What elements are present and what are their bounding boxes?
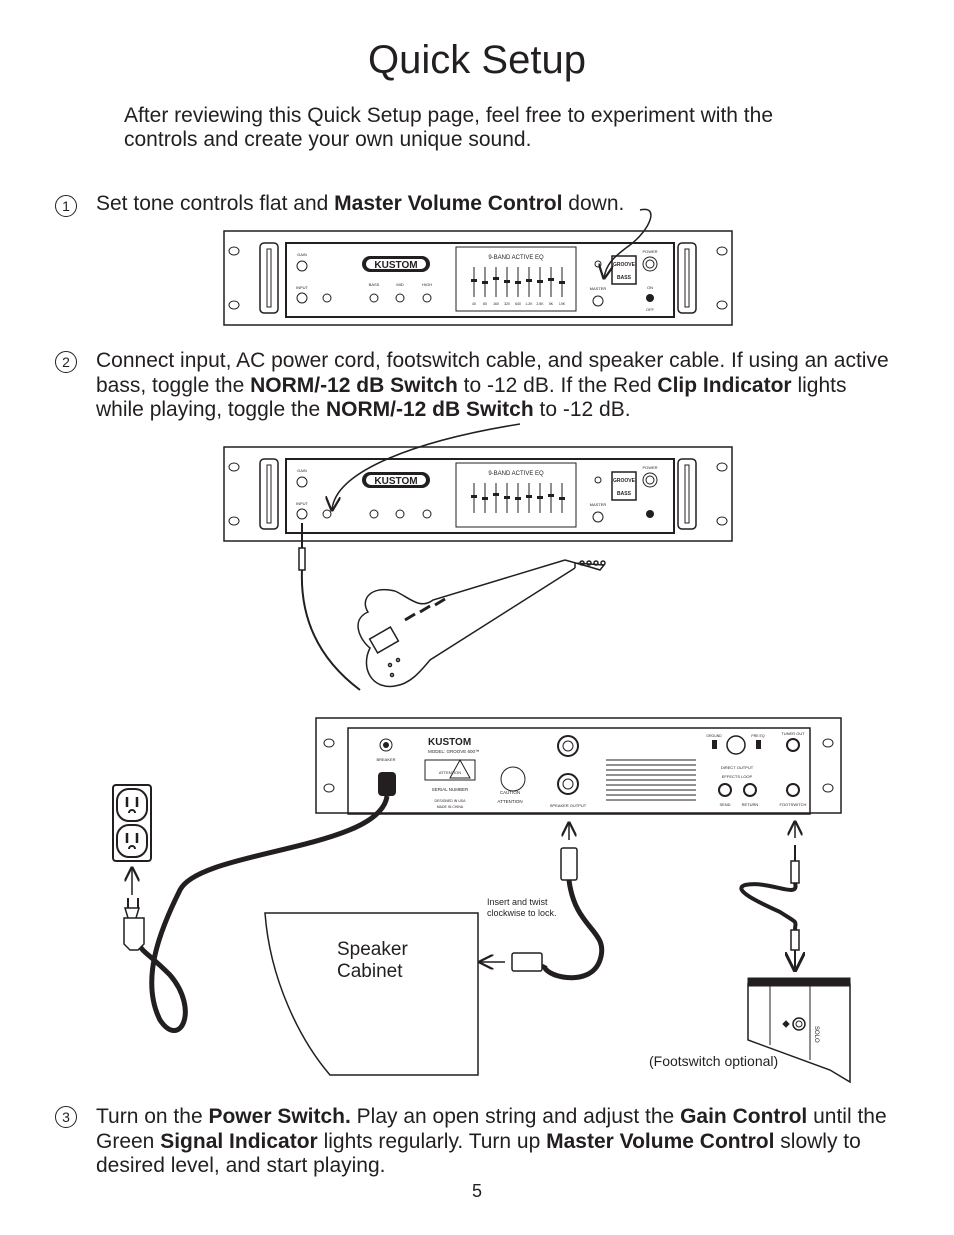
power-label: POWER [642,249,657,254]
eq-freq-2: 160 [493,302,499,306]
rear-model: MODEL: GROOVE 600™ [428,749,480,754]
speaker-cabinet-line2: Cabinet [337,961,403,982]
return-label: RETURN [742,802,759,807]
amp-front-panel-2: KUSTOM 9-BAND ACTIVE EQ GAIN INPUT MASTE… [223,446,733,542]
footswitch-optional-label: (Footswitch optional) [649,1053,778,1069]
bass-guitar [298,523,606,691]
eq-freq-1: 80 [483,302,487,306]
rear-brand: KUSTOM [428,737,471,748]
bass-label: BASS [369,282,380,287]
page-number: 5 [471,1181,482,1201]
off-label: OFF [646,307,655,312]
eq-title-2: 9-BAND ACTIVE EQ [488,471,544,477]
step-number-2: 2 [55,351,77,373]
designed-label: DESIGNED IN USA [435,799,467,803]
on-label: ON [647,285,653,290]
made-label: MADE IN CHINA [437,805,464,809]
twist-callout-text: Insert and twist [487,897,548,907]
master-volume-arrow [604,208,652,278]
amp-front-panel-1: KUSTOM 9-BAND ACTIVE EQ GAIN INPUT BASS … [223,230,733,326]
attention2-label: ATTENTION [497,799,522,804]
step-number-1: 1 [55,195,77,217]
eq-freq-5: 1.2K [525,302,533,306]
direct-output-label: DIRECT OUTPUT [721,765,754,770]
speaker-cabinet-shape [264,912,479,1076]
footswitch-unit: SOLO [747,977,851,1084]
amp-brand-2: KUSTOM [374,476,417,487]
input-label: INPUT [296,285,309,290]
eq-freq-4: 640 [515,302,521,306]
wall-outlet [112,784,152,895]
amp-rear-panel: KUSTOM MODEL: GROOVE 600™ BREAKER ATTENT… [315,717,842,815]
ground-label: GROUND [706,734,722,738]
groove-logo-bottom: BASS [617,275,632,281]
eq-freq-6: 2.5K [536,302,544,306]
footswitch-cable [739,822,799,970]
twist-callout-text-line2: clockwise to lock. [487,908,557,918]
step-1-text: Set tone controls flat and Master Volume… [96,192,625,215]
tuner-out-label: TUNER OUT [781,731,805,736]
mid-label: MID [396,282,403,287]
eq-freq-0: 40 [472,302,476,306]
eq-freq-8: 10K [559,302,566,306]
groove-logo-top: GROOVE [613,262,636,268]
caution-label: CAUTION [500,790,520,795]
step-number-3: 3 [55,1106,77,1128]
breaker-label: BREAKER [376,757,395,762]
eq-freq-7: 5K [549,302,554,306]
input-label-2: INPUT [296,501,309,506]
master-label-2: MASTER [590,502,607,507]
footswitch-jack-label: FOOTSWITCH [780,802,807,807]
step-2-text: Connect input, AC power cord, footswitch… [96,349,889,421]
power-label-2: POWER [642,465,657,470]
groove-logo-bottom-2: BASS [617,491,632,497]
page-title: Quick Setup [368,38,586,82]
twist-callout: Insert and twist clockwise to lock. [487,897,557,918]
gain-label: GAIN [297,252,307,257]
effects-loop-label: EFFECTS LOOP [722,774,753,779]
groove-logo-top-2: GROOVE [613,478,636,484]
norm-switch-arrow [332,423,521,510]
speaker-output-label: SPEAKER OUTPUT [550,803,587,808]
intro-paragraph: After reviewing this Quick Setup page, f… [124,104,774,151]
high-label: HIGH [422,282,432,287]
amp-brand: KUSTOM [374,260,417,271]
eq-title: 9-BAND ACTIVE EQ [488,255,544,261]
step-3-text: Turn on the Power Switch. Play an open s… [96,1105,887,1177]
pre-eq-label: PRE EQ [751,734,765,738]
eq-freq-labels: 40 80 160 320 640 1.2K 2.5K 5K 10K [472,302,566,306]
rear-attention: ATTENTION [439,770,461,775]
gain-label-2: GAIN [297,468,307,473]
send-label: SEND [719,802,730,807]
power-cord [123,772,396,1033]
master-label: MASTER [590,286,607,291]
eq-freq-3: 320 [504,302,510,306]
speaker-cable [480,823,605,981]
solo-label: SOLO [813,1026,819,1043]
serial-label: SERIAL NUMBER [432,787,469,792]
speaker-cabinet-line1: Speaker [337,939,408,960]
